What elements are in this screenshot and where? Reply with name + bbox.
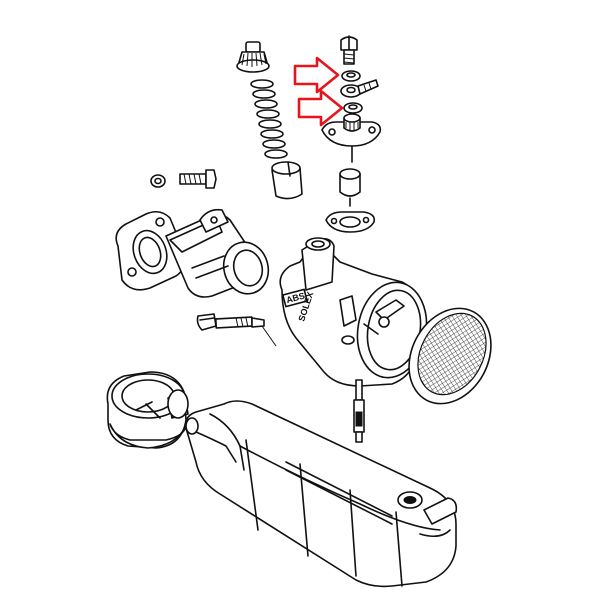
fuel-inlet-flange <box>321 113 382 163</box>
carburettor-body: ABS SOLEX <box>279 237 428 387</box>
fuel-tank <box>184 400 458 588</box>
mounting-screw <box>179 169 217 189</box>
float <box>339 168 361 207</box>
highlight-arrow-lower <box>297 89 344 127</box>
jet-pin <box>353 379 365 443</box>
float-chamber-cap <box>236 41 270 73</box>
housing-marking: ABS <box>285 291 306 306</box>
flange-gasket <box>325 211 376 233</box>
banjo-union <box>340 79 379 98</box>
idle-screw <box>196 313 277 347</box>
air-filter <box>408 307 492 405</box>
filler-neck <box>106 371 189 449</box>
highlight-arrow-upper <box>293 56 340 94</box>
small-washer <box>150 174 166 188</box>
upper-washer <box>341 70 361 82</box>
banjo-bolt <box>340 35 358 65</box>
float-sleeve <box>271 161 303 200</box>
lower-washer <box>343 102 363 114</box>
intake-manifold <box>115 208 270 298</box>
float-spring <box>250 79 288 159</box>
